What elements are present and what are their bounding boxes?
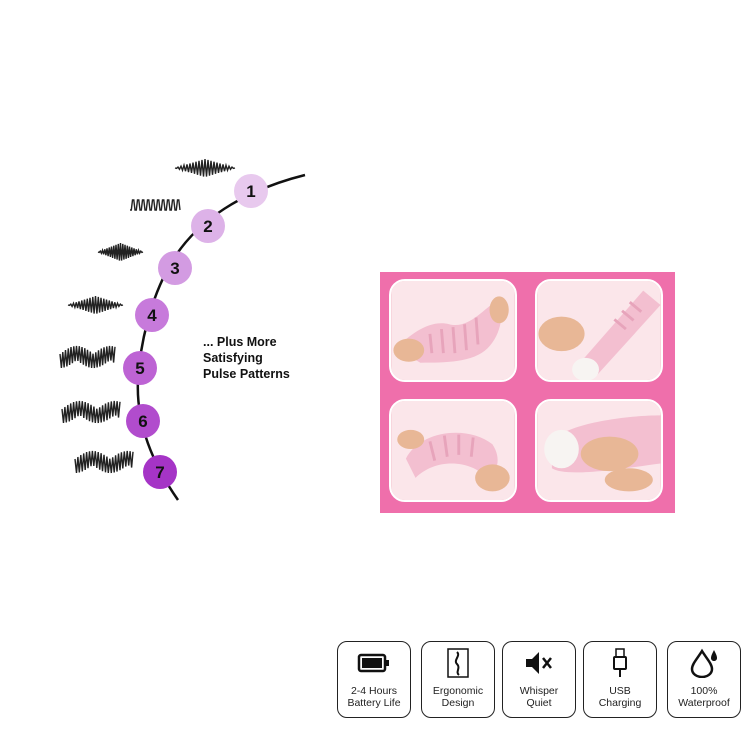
pattern-node-2 <box>191 209 225 243</box>
pattern-waveform-6 <box>61 400 121 424</box>
pattern-node-label-5: 5 <box>135 359 144 378</box>
usb-plug-icon <box>603 648 637 678</box>
feature-waterproof-label: 100%Waterproof <box>678 685 730 709</box>
pattern-node-label-7: 7 <box>155 463 164 482</box>
photo-hand-holding-base <box>535 279 663 382</box>
product-photo-panel <box>380 272 675 513</box>
feature-waterproof: 100%Waterproof <box>667 641 741 718</box>
caption-line-2: Satisfying <box>203 351 263 365</box>
water-drop-icon <box>687 648 721 679</box>
pattern-node-label-6: 6 <box>138 412 147 431</box>
battery-icon <box>357 648 391 678</box>
pattern-node-1 <box>234 174 268 208</box>
pattern-node-label-2: 2 <box>203 217 212 236</box>
pattern-node-5 <box>123 351 157 385</box>
photo-hand-bending-tip-image <box>391 281 515 380</box>
pattern-waveform-1 <box>174 158 236 177</box>
patterns-caption: ... Plus More Satisfying Pulse Patterns <box>203 334 290 382</box>
pattern-waveform-3 <box>97 242 144 261</box>
pattern-waveform-5 <box>59 345 116 369</box>
photo-hands-bending-shaft-image <box>391 401 515 500</box>
pattern-node-4 <box>135 298 169 332</box>
photo-hand-gripping-handle <box>535 399 663 502</box>
pattern-node-6 <box>126 404 160 438</box>
caption-line-3: Pulse Patterns <box>203 367 290 381</box>
caption-line-1: ... Plus More <box>203 335 277 349</box>
pattern-waveform-7 <box>74 450 134 474</box>
pattern-node-3 <box>158 251 192 285</box>
pattern-node-label-3: 3 <box>170 259 179 278</box>
photo-hands-bending-shaft <box>389 399 517 502</box>
photo-hand-bending-tip <box>389 279 517 382</box>
pattern-waveform-2 <box>130 199 181 211</box>
pattern-node-label-4: 4 <box>147 306 157 325</box>
photo-hand-holding-base-image <box>537 281 661 380</box>
pattern-waveform-4 <box>67 295 124 314</box>
pattern-node-label-1: 1 <box>246 182 255 201</box>
mute-speaker-icon <box>522 648 556 678</box>
photo-hand-gripping-handle-image <box>537 401 661 500</box>
ergonomic-icon <box>441 648 475 678</box>
pattern-node-7 <box>143 455 177 489</box>
